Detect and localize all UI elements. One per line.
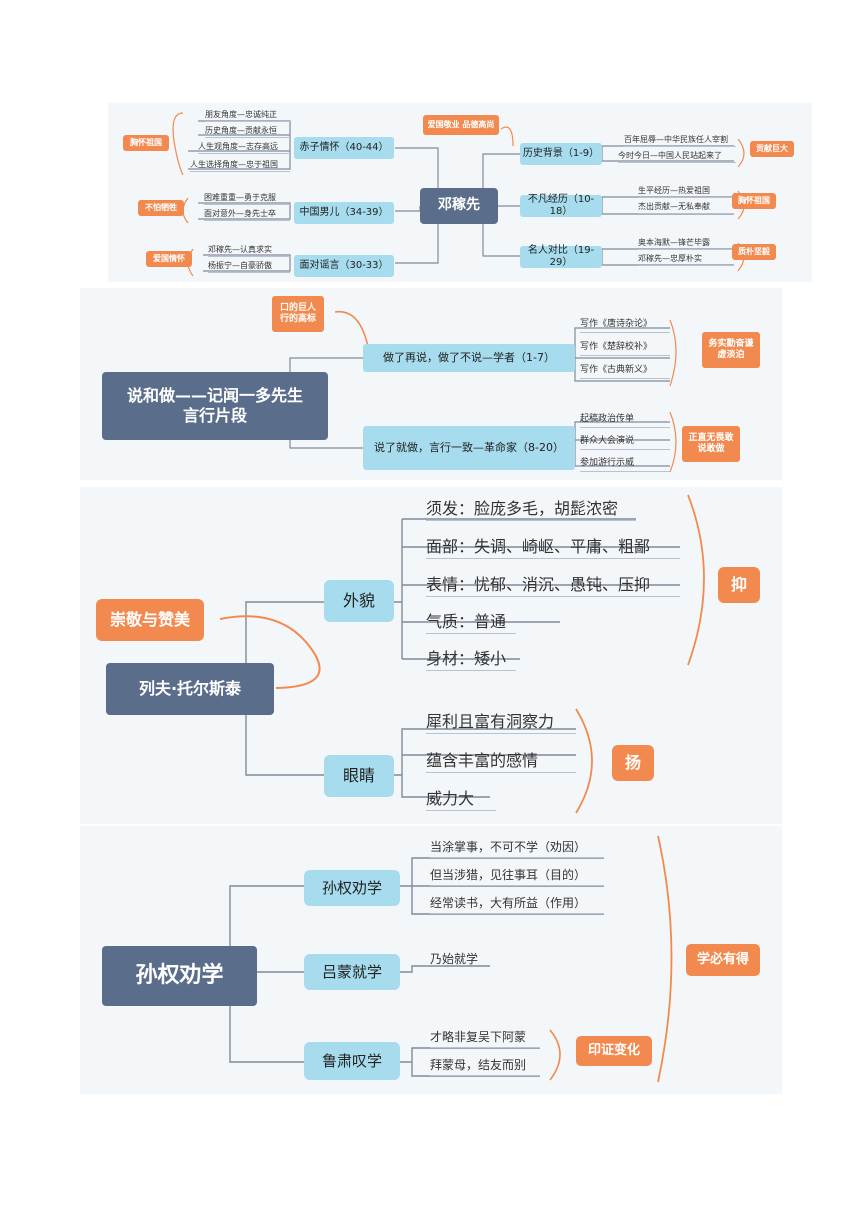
map2-root: 说和做——记闻一多先生言行片段 <box>102 372 328 440</box>
map1-branch-1: 中国男儿（34-39） <box>294 202 394 224</box>
leaf: 气质：普通 <box>426 610 516 634</box>
map1-tag-0: 胸怀祖国 <box>123 135 169 151</box>
map4-branch-2: 鲁肃叹学 <box>304 1042 400 1080</box>
map4-branch-1: 吕蒙就学 <box>304 954 400 990</box>
map2-branch-1: 说了就做，言行一致—革命家（8-20） <box>363 426 575 470</box>
leaf: 生平经历—热爱祖国 <box>638 184 734 198</box>
leaf: 蕴含丰富的感情 <box>426 749 576 773</box>
leaf: 表情：忧郁、消沉、愚钝、压抑 <box>426 573 680 597</box>
leaf: 群众大会演说 <box>580 434 670 450</box>
map1-branch-0: 赤子情怀（40-44） <box>294 137 394 159</box>
leaf: 犀利且富有洞察力 <box>426 710 576 734</box>
connector-lines <box>219 494 705 814</box>
leaf: 人生观角度—志存高远 <box>198 140 290 154</box>
map4-tag-2: 印证变化 <box>576 1036 652 1066</box>
mindmap-deng-jiaxian: 邓稼先 爱国敬业 品德高尚 赤子情怀（40-44） 朋友角度—忠诚纯正 历史角度… <box>108 103 812 282</box>
map1-top-tag: 爱国敬业 品德高尚 <box>423 115 499 135</box>
map3-root: 列夫·托尔斯泰 <box>106 663 274 715</box>
map2-branch-0: 做了再说，做了不说—学者（1-7） <box>363 344 575 372</box>
leaf: 人生选择角度—忠于祖国 <box>190 158 290 172</box>
map3-branch-1: 眼睛 <box>324 755 394 797</box>
mindmap-shuo-he-zuo: 说和做——记闻一多先生言行片段 口的巨人行的高标 做了再说，做了不说—学者（1-… <box>80 288 782 480</box>
map2-top-tag: 口的巨人行的高标 <box>272 296 324 332</box>
map1-branch-4: 不凡经历（10-18） <box>520 194 602 217</box>
mindmap-tolstoy: 列夫·托尔斯泰 崇敬与赞美 外貌 须发：脸庞多毛，胡髭浓密 面部：失调、崎岖、平… <box>80 487 782 824</box>
map2-tag-0: 务实勤奋谦虚淡泊 <box>702 332 760 368</box>
map1-branch-5: 名人对比（19-29） <box>520 245 602 268</box>
leaf: 百年屈辱—中华民族任人宰割 <box>624 133 736 147</box>
leaf: 但当涉猎，见往事耳（目的） <box>430 866 604 886</box>
map2-tag-1: 正直无畏敢说敢做 <box>682 426 740 462</box>
leaf: 起稿政治传单 <box>580 412 670 428</box>
leaf: 奥本海默—锋芒毕露 <box>638 236 734 250</box>
leaf: 参加游行示威 <box>580 456 670 472</box>
mindmap-sun-quan: 孙权劝学 孙权劝学 当涂掌事，不可不学（劝因） 但当涉猎，见往事耳（目的） 经常… <box>80 826 782 1094</box>
leaf: 写作《古典新义》 <box>580 363 670 379</box>
leaf: 才略非复吴下阿蒙 <box>430 1028 540 1048</box>
leaf: 拜蒙母，结友而别 <box>430 1056 540 1076</box>
leaf: 面对意外—身先士卒 <box>204 207 290 221</box>
map4-branch-0: 孙权劝学 <box>304 870 400 906</box>
map3-branch-0: 外貌 <box>324 580 394 622</box>
leaf: 写作《楚辞校补》 <box>580 340 670 356</box>
map1-tag-1: 不怕牺牲 <box>138 200 184 216</box>
map1-branch-2: 面对谣言（30-33） <box>294 255 394 277</box>
map1-tag-4: 胸怀祖国 <box>732 193 776 209</box>
leaf: 杨振宁—自豪骄傲 <box>208 259 290 273</box>
leaf: 写作《唐诗杂论》 <box>580 317 670 333</box>
leaf: 历史角度—贡献永恒 <box>205 124 290 138</box>
leaf: 邓稼先—认真求实 <box>208 243 290 257</box>
leaf: 面部：失调、崎岖、平庸、粗鄙 <box>426 535 680 559</box>
leaf: 邓稼先—忠厚朴实 <box>638 252 734 266</box>
map1-branch-3: 历史背景（1-9） <box>520 143 602 165</box>
map4-right-tag: 学必有得 <box>686 944 760 976</box>
connector-lines <box>289 310 677 473</box>
map1-tag-2: 爱国情怀 <box>146 251 192 267</box>
map1-tag-5: 质朴坚毅 <box>732 244 776 260</box>
leaf: 当涂掌事，不可不学（劝因） <box>430 838 604 858</box>
leaf: 朋友角度—忠诚纯正 <box>205 108 290 122</box>
leaf: 威力大 <box>426 787 496 811</box>
map4-root: 孙权劝学 <box>102 946 257 1006</box>
map3-tag-1: 扬 <box>612 745 654 781</box>
leaf: 今时今日—中国人民站起来了 <box>618 149 736 163</box>
leaf: 身材：矮小 <box>426 647 516 671</box>
map3-tag-0: 抑 <box>718 567 760 603</box>
connector-lines <box>229 835 673 1083</box>
map1-root: 邓稼先 <box>420 188 498 224</box>
leaf: 须发：脸庞多毛，胡髭浓密 <box>426 497 636 521</box>
leaf: 困难重重—勇于克服 <box>204 191 290 205</box>
map1-tag-3: 贡献巨大 <box>750 141 794 157</box>
leaf: 乃始就学 <box>430 951 479 966</box>
leaf: 杰出贡献—无私奉献 <box>638 200 734 214</box>
map3-top-tag: 崇敬与赞美 <box>96 599 204 641</box>
leaf: 经常读书，大有所益（作用） <box>430 894 604 914</box>
